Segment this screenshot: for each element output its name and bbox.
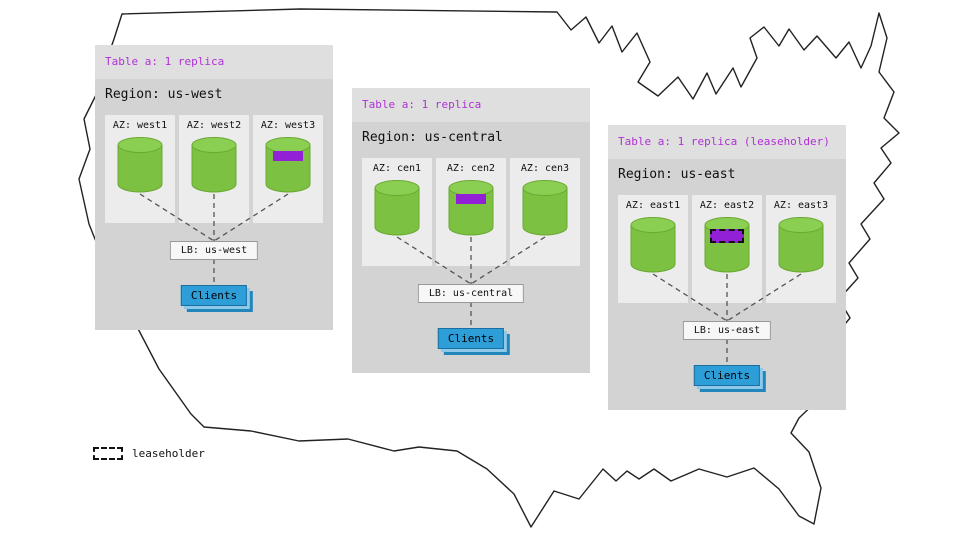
replica-cylinder-icon: [704, 217, 750, 273]
az-label: AZ: east3: [773, 200, 829, 211]
az-cell-west3: AZ: west3: [253, 115, 323, 223]
load-balancer: LB: us-central: [417, 284, 525, 303]
az-label: AZ: west1: [112, 120, 168, 131]
az-cell-cen2: AZ: cen2: [436, 158, 506, 266]
replica-cylinder-icon: [522, 180, 568, 236]
region-panel-us-west: Table a: 1 replica Region: us-west AZ: w…: [95, 45, 333, 330]
replica-cylinder-icon: [191, 137, 237, 193]
az-label: AZ: cen3: [520, 163, 570, 174]
region-label: Region: us-central: [362, 130, 503, 145]
table-replica-title: Table a: 1 replica: [352, 88, 590, 122]
region-panel-us-central: Table a: 1 replica Region: us-central AZ…: [352, 88, 590, 373]
az-cell-cen1: AZ: cen1: [362, 158, 432, 266]
az-cell-west1: AZ: west1: [105, 115, 175, 223]
region-panel-us-east: Table a: 1 replica (leaseholder) Region:…: [608, 125, 846, 410]
az-cell-east2: AZ: east2: [692, 195, 762, 303]
leaseholder-replica-indicator: [710, 229, 744, 243]
az-label: AZ: west3: [260, 120, 316, 131]
clients-box: Clients: [437, 328, 505, 349]
az-label: AZ: east1: [625, 200, 681, 211]
az-cell-east3: AZ: east3: [766, 195, 836, 303]
replica-indicator: [456, 194, 486, 204]
replica-indicator: [273, 151, 303, 161]
table-replica-title: Table a: 1 replica (leaseholder): [608, 125, 846, 159]
az-label: AZ: cen2: [446, 163, 496, 174]
replica-cylinder-icon: [265, 137, 311, 193]
az-container: AZ: cen1 AZ: cen2 AZ: cen3: [362, 158, 580, 270]
table-replica-title: Table a: 1 replica: [95, 45, 333, 79]
clients-box: Clients: [693, 365, 761, 386]
region-label: Region: us-west: [105, 87, 223, 102]
leaseholder-swatch-icon: [93, 447, 123, 460]
replica-cylinder-icon: [630, 217, 676, 273]
clients-box: Clients: [180, 285, 248, 306]
az-container: AZ: west1 AZ: west2 AZ: west3: [105, 115, 323, 227]
replica-cylinder-icon: [778, 217, 824, 273]
legend-label: leaseholder: [132, 447, 205, 460]
az-cell-east1: AZ: east1: [618, 195, 688, 303]
region-label: Region: us-east: [618, 167, 736, 182]
az-cell-west2: AZ: west2: [179, 115, 249, 223]
replica-cylinder-icon: [448, 180, 494, 236]
az-label: AZ: east2: [699, 200, 755, 211]
az-label: AZ: cen1: [372, 163, 422, 174]
az-cell-cen3: AZ: cen3: [510, 158, 580, 266]
az-label: AZ: west2: [186, 120, 242, 131]
load-balancer: LB: us-west: [169, 241, 259, 260]
replica-cylinder-icon: [117, 137, 163, 193]
replica-cylinder-icon: [374, 180, 420, 236]
az-container: AZ: east1 AZ: east2 AZ: east3: [618, 195, 836, 307]
legend: leaseholder: [93, 447, 205, 460]
load-balancer: LB: us-east: [682, 321, 772, 340]
